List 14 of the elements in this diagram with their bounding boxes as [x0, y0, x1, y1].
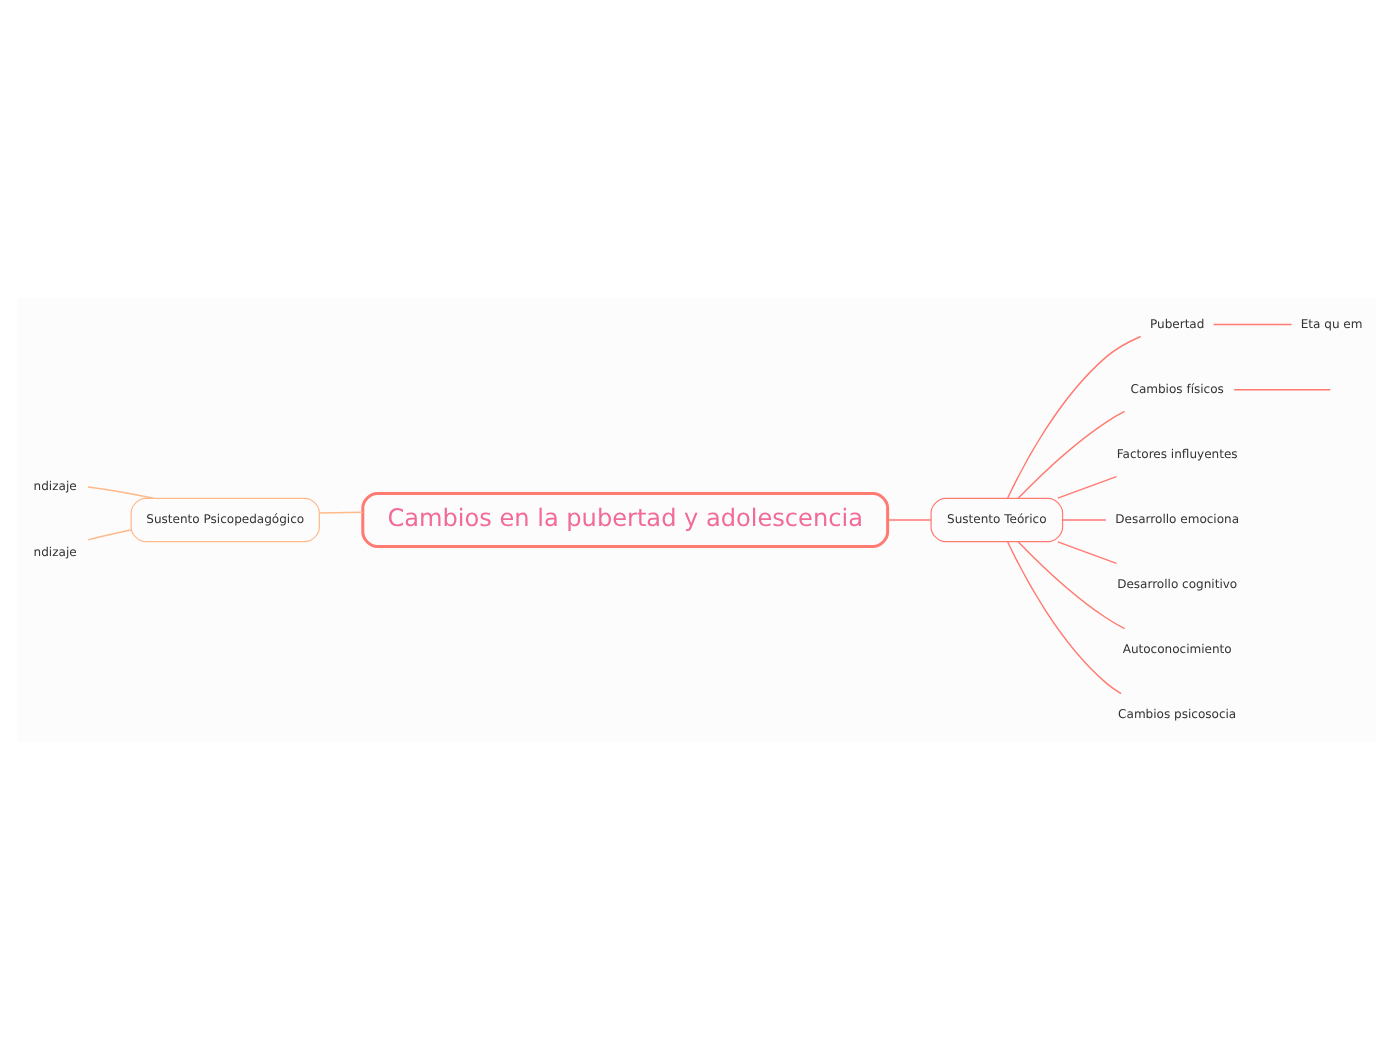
connector	[1017, 410, 1126, 499]
connector	[1062, 519, 1107, 521]
connector	[318, 511, 364, 514]
connector	[1057, 541, 1118, 565]
node-box: Cambios en la pubertad y adolescencia	[361, 491, 890, 549]
connector	[1212, 323, 1293, 326]
connector	[887, 519, 932, 521]
connector	[87, 486, 155, 499]
connector	[1233, 388, 1331, 391]
connector	[1006, 541, 1122, 695]
connector	[1057, 475, 1118, 499]
connector	[87, 529, 132, 541]
connector	[1006, 335, 1142, 499]
connector	[1017, 541, 1126, 630]
